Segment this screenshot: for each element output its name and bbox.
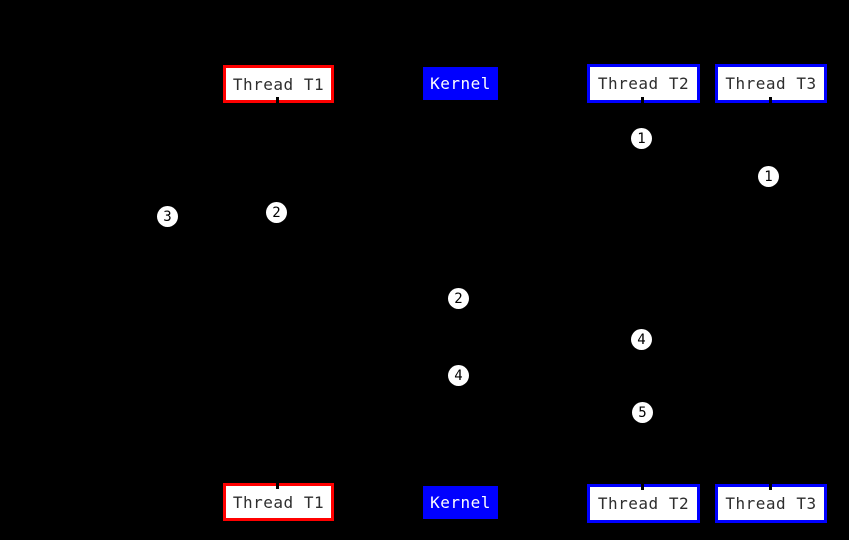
lifeline-box-thread-t3-bottom: Thread T3 [715, 484, 827, 523]
lifeline-box-thread-t3-top: Thread T3 [715, 64, 827, 103]
lifeline-box-thread-t2-bottom: Thread T2 [587, 484, 700, 523]
lifeline-box-kernel-bottom: Kernel [423, 486, 498, 519]
step-marker-1-thread-t2: 1 [631, 128, 652, 149]
step-marker-4-kernel: 4 [448, 365, 469, 386]
lifeline-notch [276, 97, 279, 103]
step-marker-2-thread-t1: 2 [266, 202, 287, 223]
step-marker-1-thread-t3: 1 [758, 166, 779, 187]
lifeline-box-kernel-top: Kernel [423, 67, 498, 100]
step-marker-5-thread-t2: 5 [632, 402, 653, 423]
step-marker-2-kernel: 2 [448, 288, 469, 309]
lifeline-notch [276, 483, 279, 489]
step-marker-4-thread-t2: 4 [631, 329, 652, 350]
step-marker-3-left: 3 [157, 206, 178, 227]
lifeline-notch [769, 484, 772, 490]
lifeline-notch [641, 97, 644, 103]
lifeline-notch [641, 484, 644, 490]
lifeline-notch [769, 97, 772, 103]
lifeline-box-thread-t1-top: Thread T1 [223, 65, 334, 103]
